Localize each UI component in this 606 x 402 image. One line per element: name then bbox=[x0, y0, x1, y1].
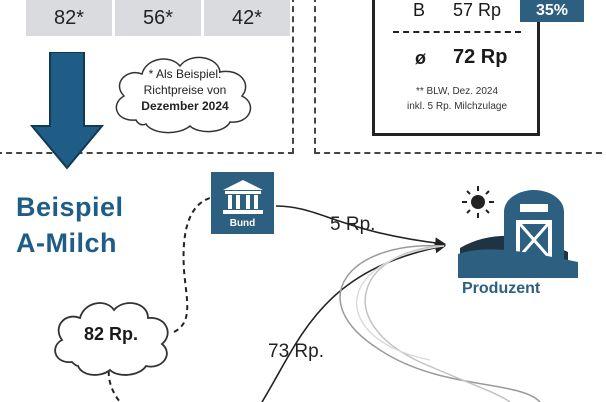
avg-panel bbox=[314, 0, 606, 154]
price-cell-3: 42* bbox=[204, 0, 290, 36]
note-line-1: * Als Beispiel: bbox=[148, 67, 222, 81]
receipt-footnote: ** BLW, Dez. 2024 inkl. 5 Rp. Milchzulag… bbox=[381, 84, 533, 114]
note-cloud-text: * Als Beispiel: Richtpreise von Dezember… bbox=[112, 66, 258, 114]
price-panel bbox=[0, 0, 294, 154]
percent-badge: 35% bbox=[520, 0, 584, 22]
avg-value: 72 Rp bbox=[453, 46, 508, 68]
milk-price-label: 82 Rp. bbox=[83, 324, 139, 344]
row-b-letter: B bbox=[413, 0, 426, 20]
producer-icon bbox=[458, 186, 578, 278]
note-line-2: Richtpreise von bbox=[143, 83, 227, 97]
bund-amount-label: 5 Rp. bbox=[330, 214, 376, 235]
gray-flow-3 bbox=[356, 245, 445, 361]
arrow-bund-producer bbox=[275, 205, 447, 249]
bund-label: Bund bbox=[229, 218, 256, 229]
row-b-value: 57 Rp bbox=[453, 0, 502, 20]
example-title-line1: Beispiel bbox=[16, 192, 124, 222]
barn-icon bbox=[504, 190, 564, 266]
price-strip: 82* 56* 42* bbox=[26, 0, 290, 36]
arrow-down-icon bbox=[30, 52, 104, 170]
receipt-divider bbox=[393, 31, 521, 33]
price-cell-2: 56* bbox=[115, 0, 201, 36]
footnote-line-1: ** BLW, Dez. 2024 bbox=[415, 86, 499, 97]
example-title-line2: A-Milch bbox=[16, 228, 117, 258]
note-cloud bbox=[115, 56, 252, 134]
receipt-card: B 57 Rp ø 72 Rp ** BLW, Dez. 2024 inkl. … bbox=[372, 0, 540, 136]
producer-label: Produzent bbox=[462, 280, 541, 297]
avg-symbol: ø bbox=[415, 48, 426, 68]
sun-icon bbox=[462, 186, 494, 218]
gray-flow-1 bbox=[339, 244, 541, 402]
note-line-3: Dezember 2024 bbox=[141, 99, 229, 113]
footnote-line-2: inkl. 5 Rp. Milchzulage bbox=[406, 101, 508, 112]
dashed-link-bund bbox=[173, 197, 211, 333]
bank-building-icon bbox=[222, 180, 263, 214]
milk-price-cloud bbox=[54, 302, 169, 376]
producer-amount-label: 73 Rp. bbox=[268, 341, 324, 362]
price-cell-1: 82* bbox=[26, 0, 112, 36]
bund-box: Bund bbox=[211, 172, 274, 234]
arrow-milk-producer bbox=[261, 242, 447, 402]
